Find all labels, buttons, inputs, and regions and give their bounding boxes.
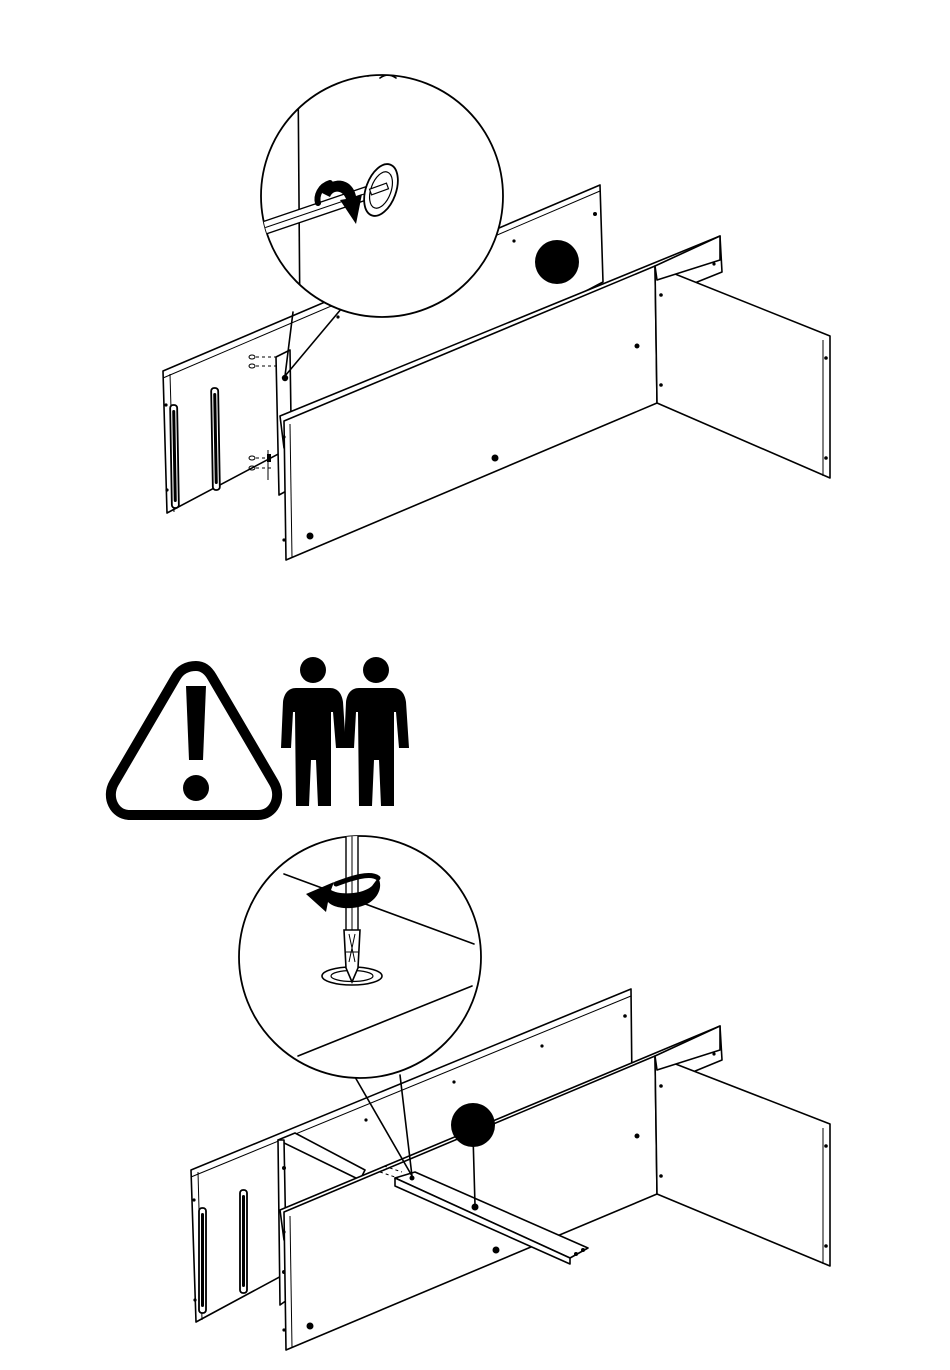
step-bottom-illustration <box>191 834 830 1350</box>
handle-slot <box>211 388 220 490</box>
person-icon <box>344 657 409 806</box>
right-side-panel <box>655 236 830 478</box>
right-side-panel <box>655 1026 830 1266</box>
step-top-illustration <box>163 70 830 560</box>
step-marker-circle <box>451 1103 495 1147</box>
handle-slot <box>170 405 179 508</box>
magnifier-callout <box>239 834 481 1078</box>
handle-slot <box>199 1208 206 1313</box>
step-marker-circle <box>535 240 579 284</box>
two-person-icon <box>281 657 409 806</box>
handle-slot <box>240 1190 247 1293</box>
warning-triangle-icon <box>111 666 277 815</box>
person-icon <box>281 657 346 806</box>
